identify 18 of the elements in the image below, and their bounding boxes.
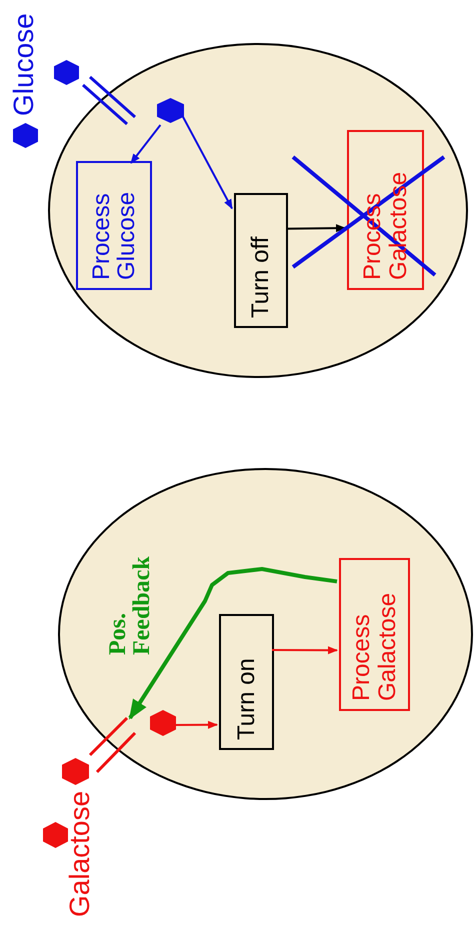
edge-label: Pos. Feedback bbox=[106, 555, 154, 655]
molecule-label: Glucose bbox=[10, 13, 38, 116]
arrow bbox=[130, 124, 162, 164]
hexagon-molecule bbox=[157, 98, 184, 123]
process-box: Turn on bbox=[219, 614, 274, 750]
arrow bbox=[286, 224, 346, 232]
hexagon-molecule bbox=[13, 123, 38, 148]
arrow bbox=[128, 567, 338, 720]
arrow bbox=[181, 114, 233, 210]
arrow bbox=[174, 720, 218, 729]
process-box: Process Glucose bbox=[76, 161, 152, 290]
hexagon-molecule bbox=[150, 710, 176, 736]
hexagon-molecule bbox=[43, 822, 68, 848]
process-box: Turn off bbox=[234, 193, 288, 328]
process-box: Process Galactose bbox=[339, 558, 410, 711]
arrow bbox=[272, 646, 338, 654]
process-box: Process Galactose bbox=[347, 130, 424, 290]
molecule-label: Galactose bbox=[66, 790, 94, 917]
